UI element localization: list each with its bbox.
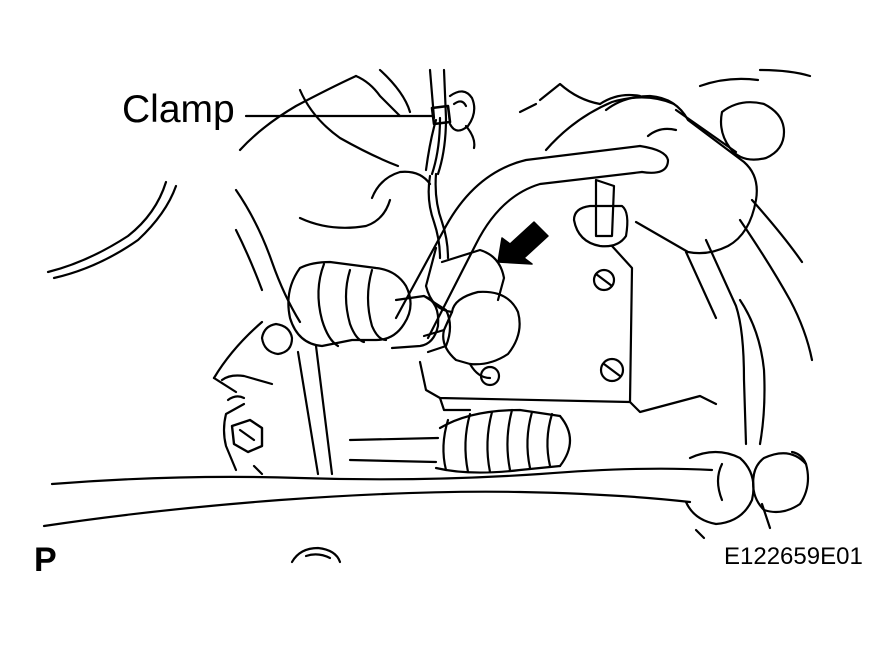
drive-shaft-boot bbox=[348, 408, 572, 474]
lower-arm bbox=[42, 450, 810, 540]
bottom-dome bbox=[290, 546, 342, 564]
lower-bracket bbox=[220, 374, 274, 476]
stabilizer-bar bbox=[394, 144, 670, 340]
direction-arrow bbox=[497, 221, 549, 265]
clamp-part bbox=[430, 90, 476, 150]
clamp-callout-label: Clamp bbox=[122, 88, 235, 131]
figure-id: E122659E01 bbox=[724, 543, 863, 570]
background-contours bbox=[46, 68, 814, 446]
sensor-connector bbox=[422, 68, 521, 380]
view-marker: P bbox=[34, 541, 57, 579]
mounting-plate bbox=[418, 244, 718, 414]
bushing-bracket bbox=[604, 94, 786, 446]
